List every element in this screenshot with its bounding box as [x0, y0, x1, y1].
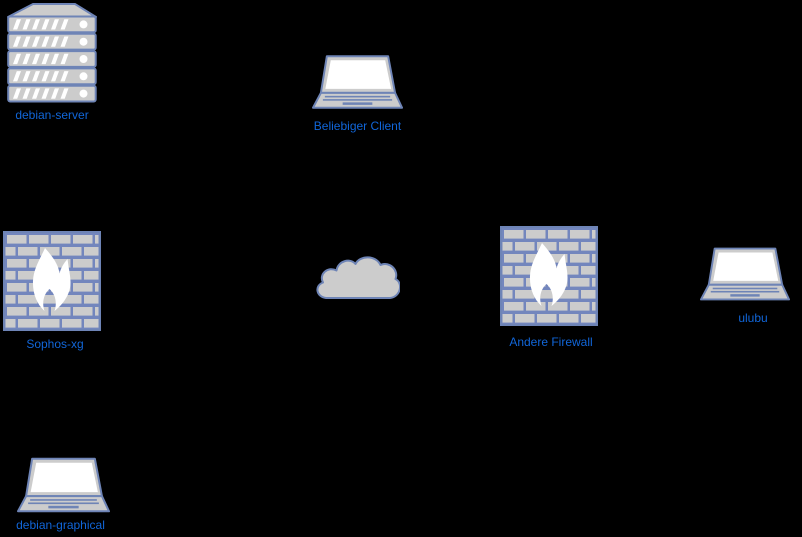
node-label: Beliebiger Client: [313, 119, 402, 133]
node-andere-firewall[interactable]: [500, 226, 598, 326]
server-icon: [7, 3, 97, 103]
node-internet-cloud[interactable]: [312, 253, 400, 303]
laptop-icon: [312, 55, 403, 109]
node-beliebiger-client[interactable]: [312, 55, 403, 110]
laptop-icon: [700, 247, 790, 301]
cloud-icon: [316, 256, 400, 299]
firewall-icon: [3, 231, 101, 331]
firewall-icon: [500, 226, 598, 326]
node-label: debian-graphical: [16, 518, 105, 532]
node-label: ulubu: [738, 311, 768, 325]
node-label: Sophos-xg: [26, 337, 84, 351]
node-debian-graphical[interactable]: [17, 457, 110, 514]
node-ulubu[interactable]: [700, 247, 790, 302]
node-label: debian-server: [15, 108, 89, 122]
laptop-icon: [17, 457, 110, 513]
node-sophos-xg[interactable]: [3, 231, 101, 331]
flame-icon: [32, 248, 71, 311]
flame-icon: [529, 243, 568, 306]
node-label: Andere Firewall: [509, 335, 593, 349]
node-debian-server[interactable]: [7, 2, 97, 103]
